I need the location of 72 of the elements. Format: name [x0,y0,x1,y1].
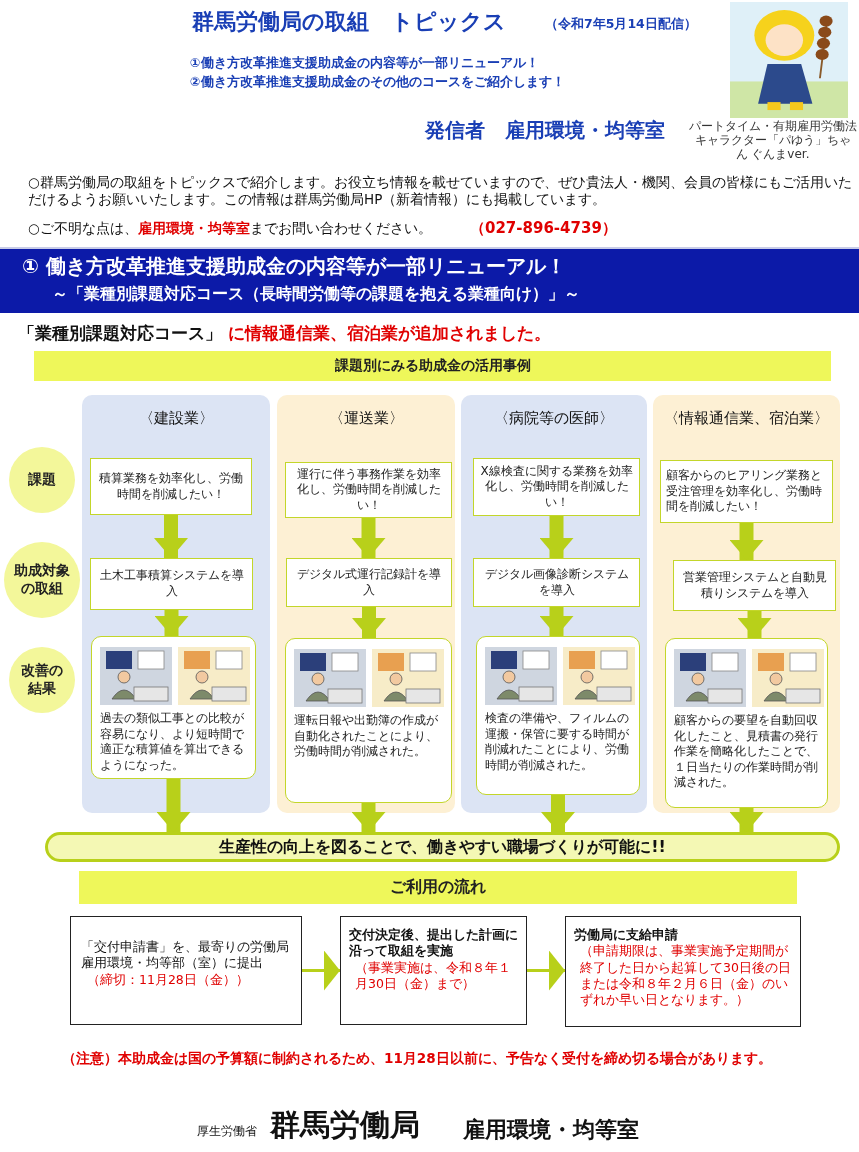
result-text: 顧客からの要望を自動回収化したこと、見積書の発行作業を簡略化したことで、１日当たりの作業時間が削減された。 [674,713,819,791]
issue-box: 顧客からのヒアリング業務と受注管理を効率化し、労働時間を削減したい！ [660,460,833,523]
category-heading: 〈情報通信業、宿泊業〉 [663,409,830,428]
contact-sentence: ○ご不明な点は、雇用環境・均等室までお問い合わせください。 [28,220,432,237]
topic-line: ①働き方改革推進支援助成金の内容等が一部リニューアル！ [190,55,539,71]
result-text: 運転日報や出勤簿の作成が自動化されたことにより、労働時間が削減された。 [294,713,439,760]
result-box [91,636,256,779]
column-panel [653,395,840,813]
bureau-name: 群馬労働局 [270,1106,420,1144]
section-banner [0,247,859,313]
down-arrow [156,779,191,832]
issue-box: X線検査に関する業務を効率化し、労働時間を削減したい！ [473,458,640,516]
step-text: 「交付申請書」を、最寄りの労働局雇用環境・均等部（室）に提出 [81,939,290,972]
down-arrow [729,523,764,560]
step-box [340,916,527,1025]
sender-line: 発信者 雇用環境・均等室 [425,118,665,143]
deadline-note: （申請期限は、事業実施予定期間が終了した日から起算して30日後の日または令和８年２月６日（金）のいずれか早い日となります。） [579,943,792,1009]
category-heading: 〈病院等の医師〉 [493,409,615,428]
column-panel [277,395,455,813]
category-heading: 〈運送業〉 [327,409,405,428]
deadline-notice: （注意）本助成金は国の予算額に制約されるため、11月28日以前に、予告なく受付を締め切る場合があります。 [62,1050,772,1067]
measure-box: デジタル画像診断システムを導入 [473,558,640,607]
step-chevron [302,950,340,991]
measure-box: 土木工事積算システムを導入 [90,558,253,610]
down-arrow [351,803,386,832]
intro-paragraph: ○群馬労働局の取組をトピックスで紹介します。お役立ち情報を載せていますので、ぜひ貴法人・機関、会員の皆様にもご活用いただけるようお願いいたします。この情報は群馬労働局HP（新着情報）にも掲載しています。 [28,174,853,208]
down-arrow [539,516,574,558]
goal-banner: 生産性の向上を図ることで、働きやすい職場づくりが可能に!! [45,832,840,862]
category-heading: 〈建設業〉 [137,409,215,428]
deadline-note: （締切：11月28日（金）） [86,971,250,988]
mascot-drawing [730,2,848,118]
issue-box: 運行に伴う事務作業を効率化し、労働時間を削減したい！ [285,462,452,518]
step-box [565,916,801,1027]
down-arrow [539,607,574,636]
heading-band: 課題別にみる助成金の活用事例 [34,351,831,381]
section-heading: ① 働き方改革推進支援助成金の内容等が一部リニューアル！ [22,254,566,279]
down-arrow [541,795,575,832]
office-name: 雇用環境・均等室 [463,1116,639,1144]
step-text: 交付決定後、提出した計画に沿って取組を実施 [349,927,518,960]
result-box [476,636,640,795]
row-label-circle: 課題 [9,447,75,513]
phone-number: （027-896-4739） [470,219,617,238]
down-arrow [154,610,189,636]
heading-band: ご利用の流れ [79,871,797,904]
result-text: 検査の準備や、フィルムの運搬・保管に要する時間が削減れたことにより、労働時間が削減された。 [485,711,630,774]
result-text: 過去の類似工事との比較が容易になり、より短時間で適正な積算値を算出できるようになった。 [100,711,245,774]
picture-caption: パートタイム・有期雇用労働法キャラクター「パゆう」ちゃん ぐんまver. [687,120,858,162]
row-label-circle: 助成対象の取組 [4,542,80,618]
column-panel [461,395,647,813]
result-box [285,638,452,803]
step-text: 労働局に支給申請 [574,927,679,944]
down-arrow [729,808,764,832]
down-arrow [351,518,386,558]
measure-box: デジタル式運行記録計を導入 [286,558,452,607]
section-subheading: ～「業種別課題対応コース（長時間労働等の課題を抱える業種向け）」～ [52,285,580,305]
deadline-note: （事業実施は、令和８年１月30日（金）まで） [354,959,512,992]
date-note: （令和7年5月14日配信） [545,16,697,32]
course-name: 「業種別課題対応コース」 [18,324,222,345]
topic-line: ②働き方改革推進支援助成金のその他のコースをご紹介します！ [190,74,565,90]
page-title: 群馬労働局の取組 トピックス [192,8,506,36]
measure-box: 営業管理システムと自動見積りシステムを導入 [673,560,836,611]
down-arrow [352,607,386,638]
row-label-circle: 改善の結果 [9,647,75,713]
result-box [665,638,828,808]
step-chevron [527,950,565,991]
down-arrow [154,515,188,558]
down-arrow [737,611,772,638]
added-sectors-note: に情報通信業、宿泊業が追加されました。 [228,324,551,345]
step-box [70,916,302,1025]
ministry-name: 厚生労働省 [197,1124,257,1139]
column-panel [82,395,270,813]
issue-box: 積算業務を効率化し、労働時間を削減したい！ [90,458,252,515]
